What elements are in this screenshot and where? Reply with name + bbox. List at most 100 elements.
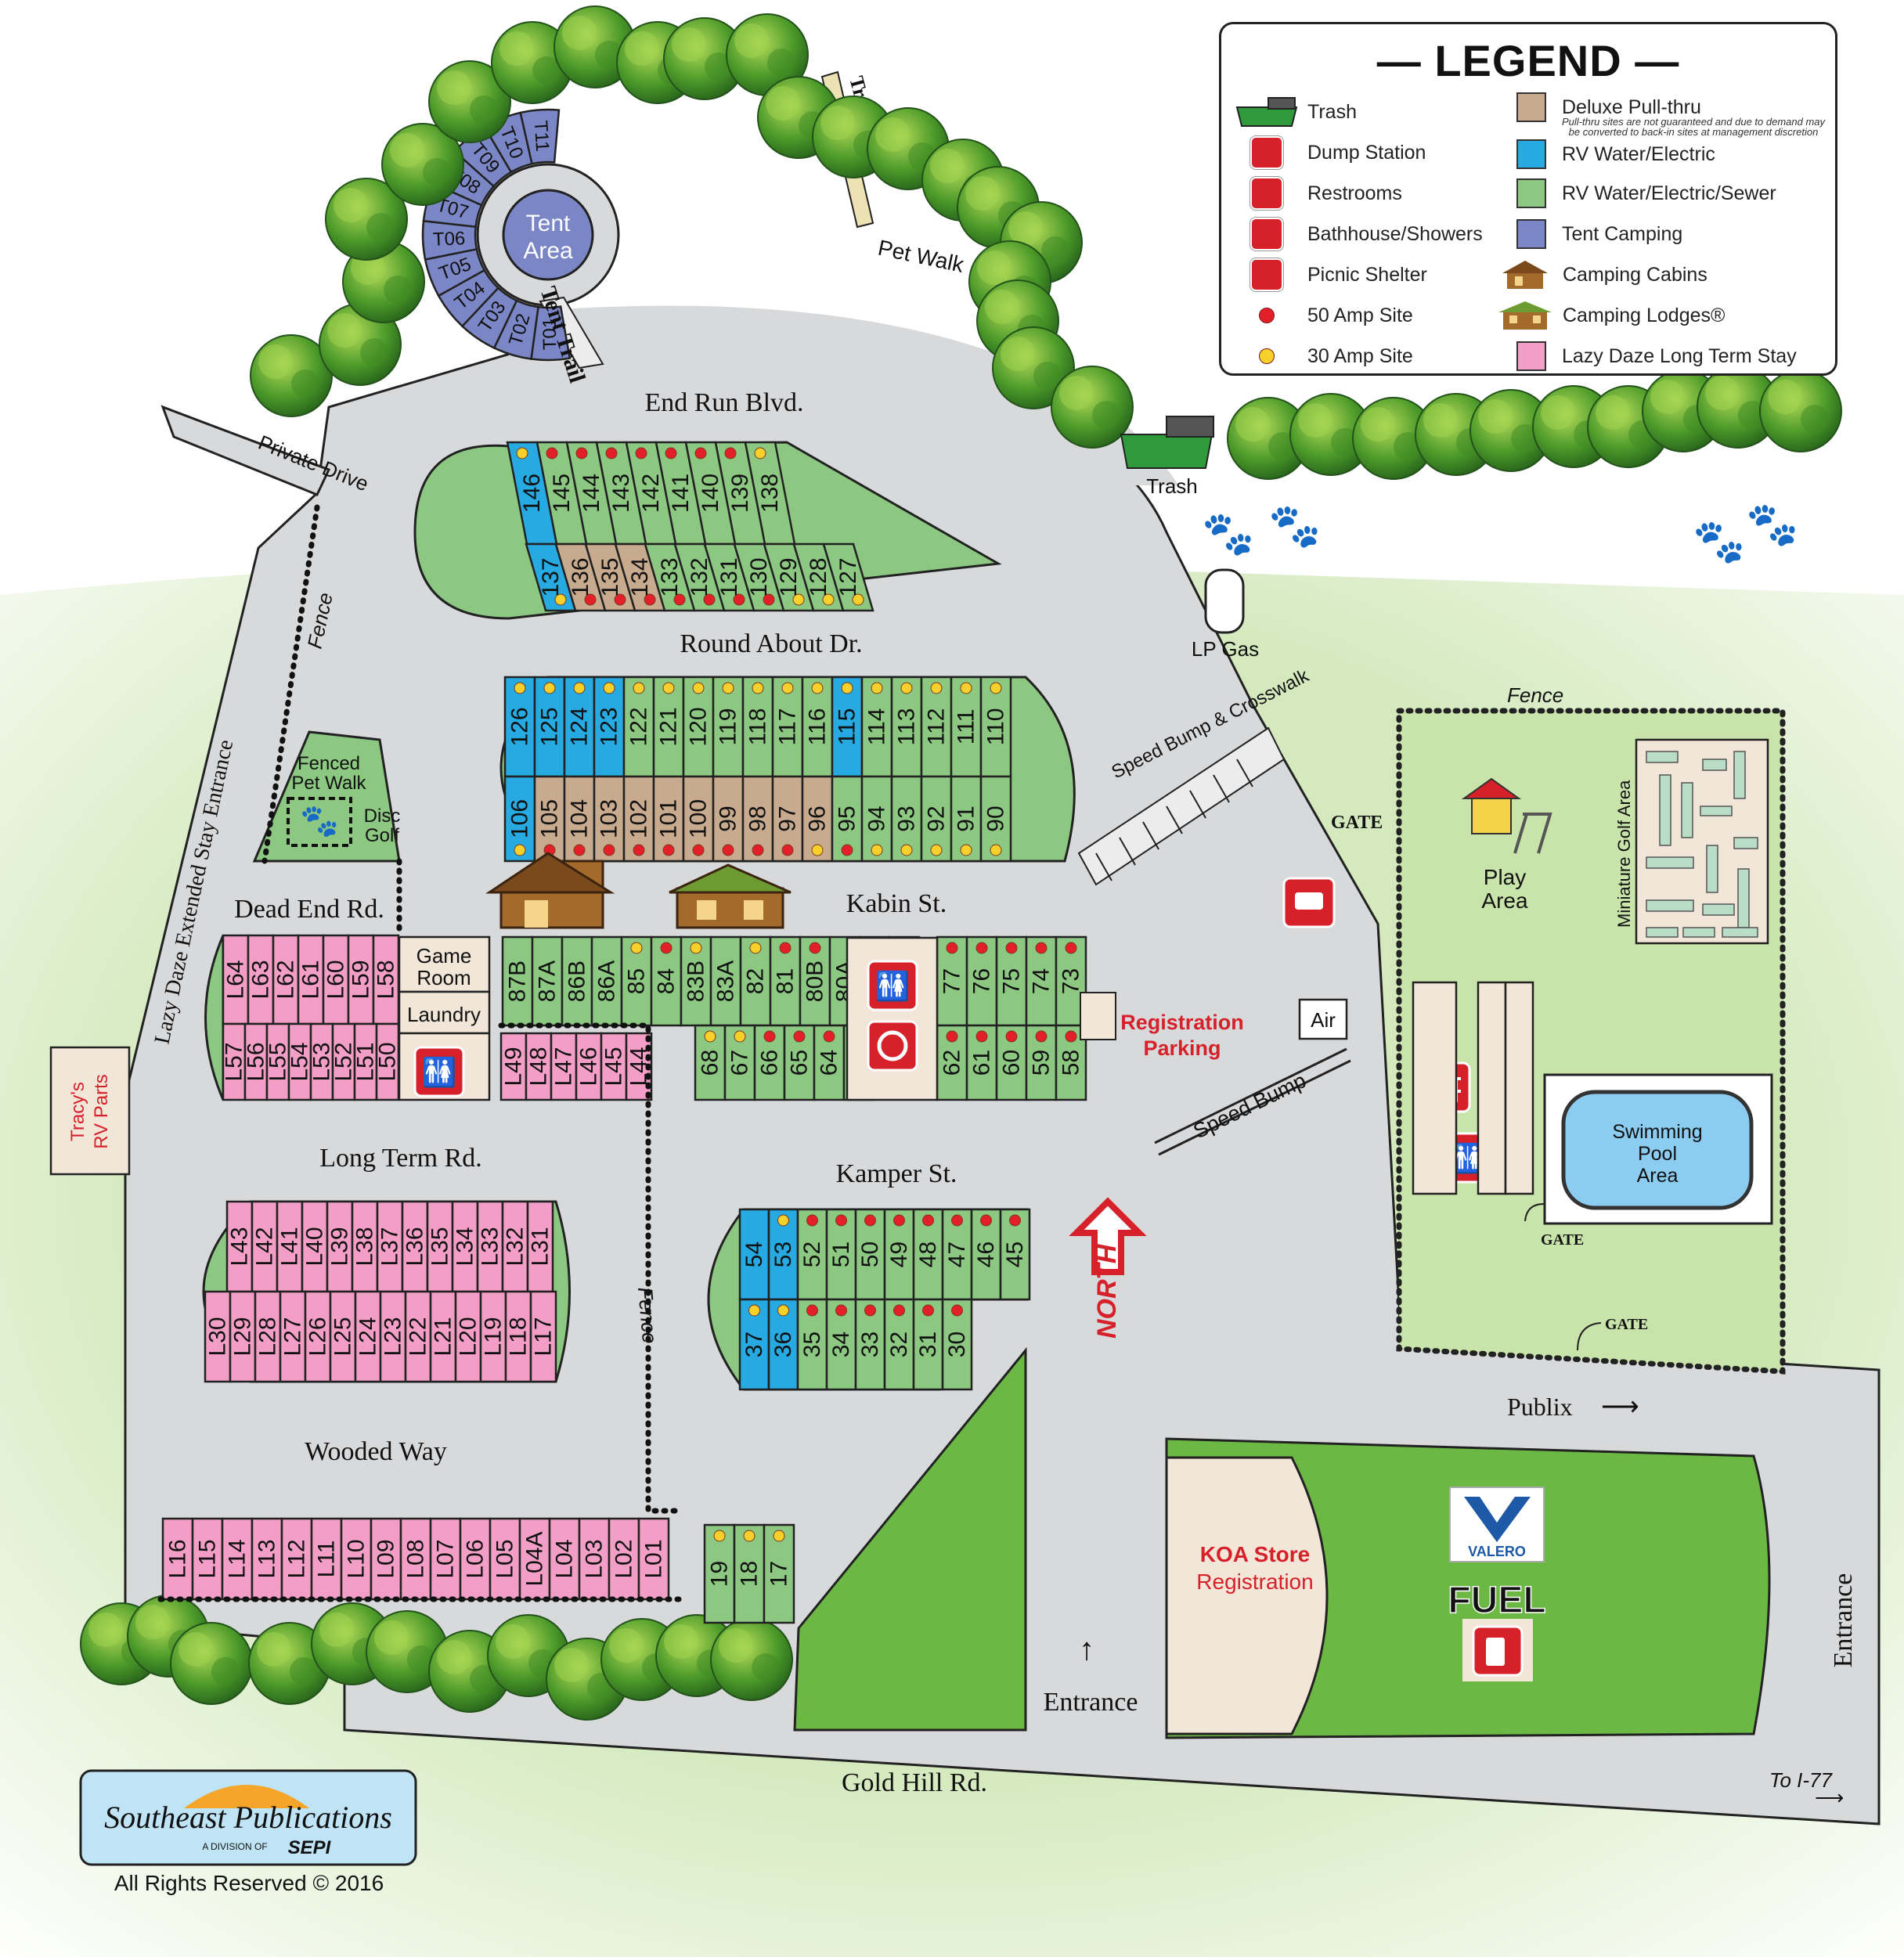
campsite-96[interactable]: 96 bbox=[801, 775, 834, 863]
campsite-L27[interactable]: L27 bbox=[279, 1290, 307, 1383]
campsite-87B[interactable]: 87B bbox=[501, 935, 534, 1027]
campsite-46[interactable]: 46 bbox=[970, 1208, 1002, 1301]
campsite-18[interactable]: 18 bbox=[733, 1523, 766, 1624]
campsite-103[interactable]: 103 bbox=[593, 775, 626, 863]
campsite-112[interactable]: 112 bbox=[920, 676, 953, 778]
campsite-L19[interactable]: L19 bbox=[479, 1290, 507, 1383]
campsite-101[interactable]: 101 bbox=[652, 775, 685, 863]
campsite-61[interactable]: 61 bbox=[965, 1024, 998, 1101]
tent-site-T11[interactable]: T11 bbox=[519, 108, 561, 165]
campsite-L36[interactable]: L36 bbox=[401, 1200, 429, 1293]
campsite-104[interactable]: 104 bbox=[563, 775, 596, 863]
campsite-31[interactable]: 31 bbox=[912, 1298, 944, 1391]
campsite-L49[interactable]: L49 bbox=[499, 1032, 528, 1101]
campsite-L16[interactable]: L16 bbox=[161, 1517, 194, 1601]
campsite-L20[interactable]: L20 bbox=[454, 1290, 482, 1383]
campsite-L50[interactable]: L50 bbox=[375, 1022, 401, 1101]
campsite-111[interactable]: 111 bbox=[950, 676, 983, 778]
campsite-85[interactable]: 85 bbox=[620, 935, 653, 1027]
campsite-100[interactable]: 100 bbox=[682, 775, 715, 863]
campsite-37[interactable]: 37 bbox=[738, 1298, 770, 1391]
campsite-L06[interactable]: L06 bbox=[459, 1517, 492, 1601]
campsite-134[interactable]: 134 bbox=[614, 542, 666, 612]
campsite-64[interactable]: 64 bbox=[813, 1024, 846, 1101]
campsite-75[interactable]: 75 bbox=[995, 935, 1028, 1027]
campsite-L58[interactable]: L58 bbox=[372, 934, 400, 1025]
campsite-L25[interactable]: L25 bbox=[329, 1290, 357, 1383]
campsite-129[interactable]: 129 bbox=[763, 542, 815, 612]
campsite-135[interactable]: 135 bbox=[584, 542, 636, 612]
campsite-L46[interactable]: L46 bbox=[575, 1032, 603, 1101]
campsite-L23[interactable]: L23 bbox=[379, 1290, 407, 1383]
campsite-87A[interactable]: 87A bbox=[531, 935, 564, 1027]
campsite-99[interactable]: 99 bbox=[712, 775, 745, 863]
campsite-66[interactable]: 66 bbox=[753, 1024, 786, 1101]
campsite-17[interactable]: 17 bbox=[763, 1523, 795, 1624]
campsite-132[interactable]: 132 bbox=[673, 542, 726, 612]
campsite-19[interactable]: 19 bbox=[703, 1523, 736, 1624]
campsite-L09[interactable]: L09 bbox=[370, 1517, 402, 1601]
campsite-L03[interactable]: L03 bbox=[578, 1517, 611, 1601]
campsite-90[interactable]: 90 bbox=[979, 775, 1012, 863]
campsite-L35[interactable]: L35 bbox=[426, 1200, 454, 1293]
campsite-L47[interactable]: L47 bbox=[550, 1032, 578, 1101]
campsite-L02[interactable]: L02 bbox=[608, 1517, 640, 1601]
campsite-91[interactable]: 91 bbox=[950, 775, 983, 863]
campsite-L29[interactable]: L29 bbox=[229, 1290, 257, 1383]
campsite-126[interactable]: 126 bbox=[503, 676, 536, 778]
campsite-83A[interactable]: 83A bbox=[709, 935, 742, 1027]
campsite-62[interactable]: 62 bbox=[936, 1024, 968, 1101]
campsite-49[interactable]: 49 bbox=[883, 1208, 915, 1301]
campsite-119[interactable]: 119 bbox=[712, 676, 745, 778]
campsite-30[interactable]: 30 bbox=[941, 1298, 973, 1391]
campsite-L32[interactable]: L32 bbox=[501, 1200, 529, 1293]
campsite-120[interactable]: 120 bbox=[682, 676, 715, 778]
campsite-102[interactable]: 102 bbox=[622, 775, 655, 863]
campsite-L17[interactable]: L17 bbox=[529, 1290, 557, 1383]
campsite-L10[interactable]: L10 bbox=[340, 1517, 373, 1601]
campsite-L41[interactable]: L41 bbox=[276, 1200, 304, 1293]
campsite-82[interactable]: 82 bbox=[739, 935, 772, 1027]
campsite-L21[interactable]: L21 bbox=[429, 1290, 457, 1383]
campsite-97[interactable]: 97 bbox=[771, 775, 804, 863]
campsite-92[interactable]: 92 bbox=[920, 775, 953, 863]
campsite-L07[interactable]: L07 bbox=[429, 1517, 462, 1601]
campsite-143[interactable]: 143 bbox=[595, 441, 647, 546]
campsite-L14[interactable]: L14 bbox=[221, 1517, 254, 1601]
campsite-45[interactable]: 45 bbox=[999, 1208, 1031, 1301]
campsite-128[interactable]: 128 bbox=[792, 542, 845, 612]
campsite-110[interactable]: 110 bbox=[979, 676, 1012, 778]
campsite-84[interactable]: 84 bbox=[650, 935, 683, 1027]
campsite-122[interactable]: 122 bbox=[622, 676, 655, 778]
campsite-L59[interactable]: L59 bbox=[347, 934, 375, 1025]
campsite-125[interactable]: 125 bbox=[533, 676, 566, 778]
campsite-L01[interactable]: L01 bbox=[637, 1517, 670, 1601]
campsite-L55[interactable]: L55 bbox=[265, 1022, 291, 1101]
campsite-L53[interactable]: L53 bbox=[309, 1022, 335, 1101]
campsite-98[interactable]: 98 bbox=[741, 775, 774, 863]
campsite-36[interactable]: 36 bbox=[767, 1298, 799, 1391]
campsite-L11[interactable]: L11 bbox=[310, 1517, 343, 1601]
campsite-117[interactable]: 117 bbox=[771, 676, 804, 778]
campsite-105[interactable]: 105 bbox=[533, 775, 566, 863]
campsite-L56[interactable]: L56 bbox=[243, 1022, 269, 1101]
campsite-L08[interactable]: L08 bbox=[399, 1517, 432, 1601]
campsite-L22[interactable]: L22 bbox=[404, 1290, 432, 1383]
campsite-86A[interactable]: 86A bbox=[590, 935, 623, 1027]
campsite-127[interactable]: 127 bbox=[822, 542, 874, 612]
campsite-131[interactable]: 131 bbox=[703, 542, 755, 612]
campsite-81[interactable]: 81 bbox=[769, 935, 802, 1027]
campsite-L40[interactable]: L40 bbox=[301, 1200, 329, 1293]
campsite-33[interactable]: 33 bbox=[854, 1298, 886, 1391]
campsite-L61[interactable]: L61 bbox=[297, 934, 325, 1025]
campsite-L62[interactable]: L62 bbox=[272, 934, 300, 1025]
campsite-67[interactable]: 67 bbox=[723, 1024, 756, 1101]
campsite-138[interactable]: 138 bbox=[744, 441, 796, 546]
campsite-65[interactable]: 65 bbox=[783, 1024, 816, 1101]
campsite-124[interactable]: 124 bbox=[563, 676, 596, 778]
campsite-L04[interactable]: L04 bbox=[548, 1517, 581, 1601]
campsite-L13[interactable]: L13 bbox=[251, 1517, 283, 1601]
campsite-L05[interactable]: L05 bbox=[489, 1517, 521, 1601]
campsite-77[interactable]: 77 bbox=[936, 935, 968, 1027]
campsite-L34[interactable]: L34 bbox=[451, 1200, 479, 1293]
